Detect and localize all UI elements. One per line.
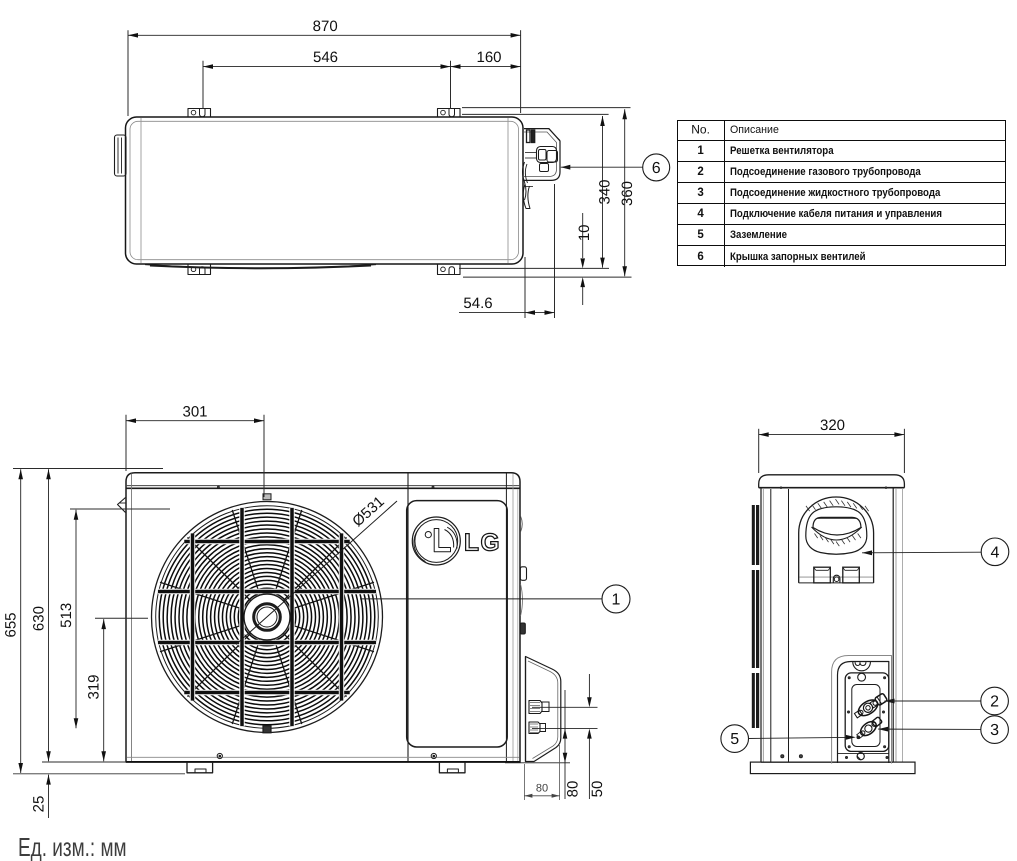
svg-text:2: 2 [990, 694, 999, 711]
svg-text:LG: LG [464, 530, 501, 557]
svg-text:25: 25 [30, 796, 47, 813]
svg-text:655: 655 [3, 612, 20, 637]
svg-text:Ø531: Ø531 [349, 493, 388, 530]
svg-text:10: 10 [576, 224, 593, 241]
svg-text:319: 319 [86, 674, 103, 699]
svg-text:546: 546 [313, 49, 338, 66]
svg-text:360: 360 [619, 181, 636, 206]
svg-text:160: 160 [476, 49, 501, 66]
svg-text:80: 80 [536, 783, 548, 795]
svg-text:54.6: 54.6 [463, 295, 492, 312]
svg-text:50: 50 [589, 781, 606, 798]
svg-text:3: 3 [990, 722, 999, 739]
svg-text:1: 1 [612, 591, 621, 608]
svg-text:80: 80 [565, 781, 582, 798]
svg-text:5: 5 [730, 731, 739, 748]
svg-text:513: 513 [58, 603, 75, 628]
svg-text:320: 320 [820, 417, 845, 434]
svg-text:6: 6 [652, 160, 661, 177]
svg-text:301: 301 [182, 403, 207, 420]
svg-text:4: 4 [991, 544, 1000, 561]
svg-text:340: 340 [597, 179, 614, 204]
svg-text:630: 630 [30, 606, 47, 631]
svg-text:870: 870 [313, 18, 338, 35]
